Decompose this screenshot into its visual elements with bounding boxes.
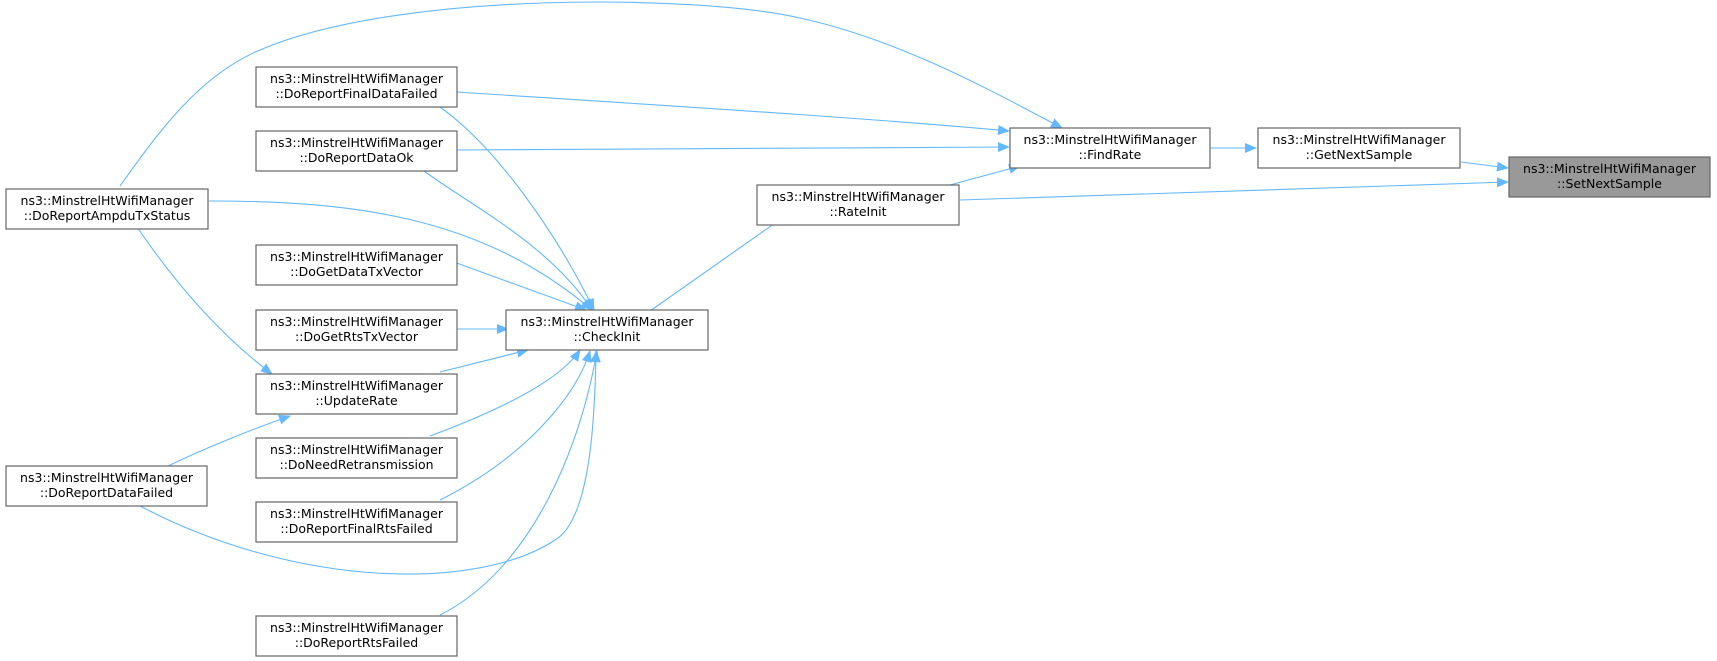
node-doreportrtsfailed[interactable]: ns3::MinstrelHtWifiManager ::DoReportRts… <box>255 615 458 657</box>
node-dogetdatatxvector[interactable]: ns3::MinstrelHtWifiManager ::DoGetDataTx… <box>255 244 458 286</box>
edge-doneedretransmission-checkinit <box>429 349 581 437</box>
edge-rateinit-setnextsample <box>959 177 1509 201</box>
node-dogetdatatxvector-line2: ::DoGetDataTxVector <box>290 264 424 279</box>
node-doreportdataok-line1: ns3::MinstrelHtWifiManager <box>270 135 444 150</box>
node-getnextsample[interactable]: ns3::MinstrelHtWifiManager ::GetNextSamp… <box>1257 127 1461 169</box>
edge-updaterate-checkinit <box>439 347 529 373</box>
edge-getnextsample-setnextsample <box>1460 161 1509 172</box>
node-checkinit-line1: ns3::MinstrelHtWifiManager <box>521 314 695 329</box>
node-doreportdataok[interactable]: ns3::MinstrelHtWifiManager ::DoReportDat… <box>255 130 458 172</box>
node-doreportdatafailed[interactable]: ns3::MinstrelHtWifiManager ::DoReportDat… <box>5 465 208 507</box>
node-doreportdataok-line2: ::DoReportDataOk <box>299 150 414 165</box>
node-doreportdatafailed-line2: ::DoReportDataFailed <box>40 485 173 500</box>
node-dogetrtstxvector-line1: ns3::MinstrelHtWifiManager <box>270 314 444 329</box>
node-doneedretransmission[interactable]: ns3::MinstrelHtWifiManager ::DoNeedRetra… <box>255 437 458 479</box>
node-dogetrtstxvector[interactable]: ns3::MinstrelHtWifiManager ::DoGetRtsTxV… <box>255 309 458 351</box>
node-doreportfinaldatafailed[interactable]: ns3::MinstrelHtWifiManager ::DoReportFin… <box>255 66 458 108</box>
node-checkinit-line2: ::CheckInit <box>574 329 641 344</box>
node-getnextsample-line2: ::GetNextSample <box>1306 147 1413 162</box>
nodes: ns3::MinstrelHtWifiManager ::SetNextSamp… <box>5 66 1711 657</box>
edge-doreportdatafailed-updaterate <box>159 414 291 471</box>
node-rateinit-line2: ::RateInit <box>829 204 886 219</box>
node-dogetdatatxvector-line1: ns3::MinstrelHtWifiManager <box>270 249 444 264</box>
node-doreportfinaldatafailed-line1: ns3::MinstrelHtWifiManager <box>270 71 444 86</box>
edge-doreportfinaldatafailed-checkinit <box>439 106 595 311</box>
edge-doreportdatafailed-checkinit <box>139 350 601 575</box>
edge-doreportampdutxstatus-checkinit <box>208 200 593 311</box>
node-doreportrtsfailed-line2: ::DoReportRtsFailed <box>295 635 419 650</box>
node-rateinit-line1: ns3::MinstrelHtWifiManager <box>772 189 946 204</box>
edge-doreportrtsfailed-checkinit <box>439 350 601 616</box>
node-doreportampdutxstatus[interactable]: ns3::MinstrelHtWifiManager ::DoReportAmp… <box>5 188 209 230</box>
node-doreportfinalrtsfailed-line2: ::DoReportFinalRtsFailed <box>280 521 432 536</box>
node-doreportampdutxstatus-line2: ::DoReportAmpduTxStatus <box>24 208 191 223</box>
edge-dogetdatatxvector-checkinit <box>439 256 587 311</box>
node-updaterate[interactable]: ns3::MinstrelHtWifiManager ::UpdateRate <box>255 373 458 415</box>
edge-doreportdataok-checkinit <box>423 170 593 311</box>
node-doreportfinalrtsfailed[interactable]: ns3::MinstrelHtWifiManager ::DoReportFin… <box>255 501 458 543</box>
edge-rateinit-findrate <box>949 164 1021 186</box>
node-doneedretransmission-line2: ::DoNeedRetransmission <box>279 457 433 472</box>
node-setnextsample-line1: ns3::MinstrelHtWifiManager <box>1523 161 1697 176</box>
node-dogetrtstxvector-line2: ::DoGetRtsTxVector <box>295 329 419 344</box>
node-doreportampdutxstatus-line1: ns3::MinstrelHtWifiManager <box>21 193 195 208</box>
edge-doreportfinaldatafailed-findrate <box>456 91 1010 135</box>
node-doreportrtsfailed-line1: ns3::MinstrelHtWifiManager <box>270 620 444 635</box>
node-updaterate-line1: ns3::MinstrelHtWifiManager <box>270 378 444 393</box>
edge-doreportfinalrtsfailed-checkinit <box>439 350 592 501</box>
edges <box>119 1 1509 616</box>
node-findrate-line1: ns3::MinstrelHtWifiManager <box>1024 132 1198 147</box>
edge-doreportampdutxstatus-findrate <box>119 1 1063 187</box>
node-setnextsample[interactable]: ns3::MinstrelHtWifiManager ::SetNextSamp… <box>1508 156 1711 198</box>
node-doreportdatafailed-line1: ns3::MinstrelHtWifiManager <box>20 470 194 485</box>
node-setnextsample-line2: ::SetNextSample <box>1557 176 1662 191</box>
node-doreportfinalrtsfailed-line1: ns3::MinstrelHtWifiManager <box>270 506 444 521</box>
node-doreportfinaldatafailed-line2: ::DoReportFinalDataFailed <box>275 86 437 101</box>
node-doneedretransmission-line1: ns3::MinstrelHtWifiManager <box>270 442 444 457</box>
node-getnextsample-line1: ns3::MinstrelHtWifiManager <box>1273 132 1447 147</box>
node-findrate-line2: ::FindRate <box>1079 147 1142 162</box>
node-updaterate-line2: ::UpdateRate <box>315 393 398 408</box>
node-findrate[interactable]: ns3::MinstrelHtWifiManager ::FindRate <box>1009 127 1211 169</box>
edge-doreportdataok-findrate <box>456 142 1010 153</box>
node-rateinit[interactable]: ns3::MinstrelHtWifiManager ::RateInit <box>756 184 960 226</box>
node-checkinit[interactable]: ns3::MinstrelHtWifiManager ::CheckInit <box>505 309 709 351</box>
